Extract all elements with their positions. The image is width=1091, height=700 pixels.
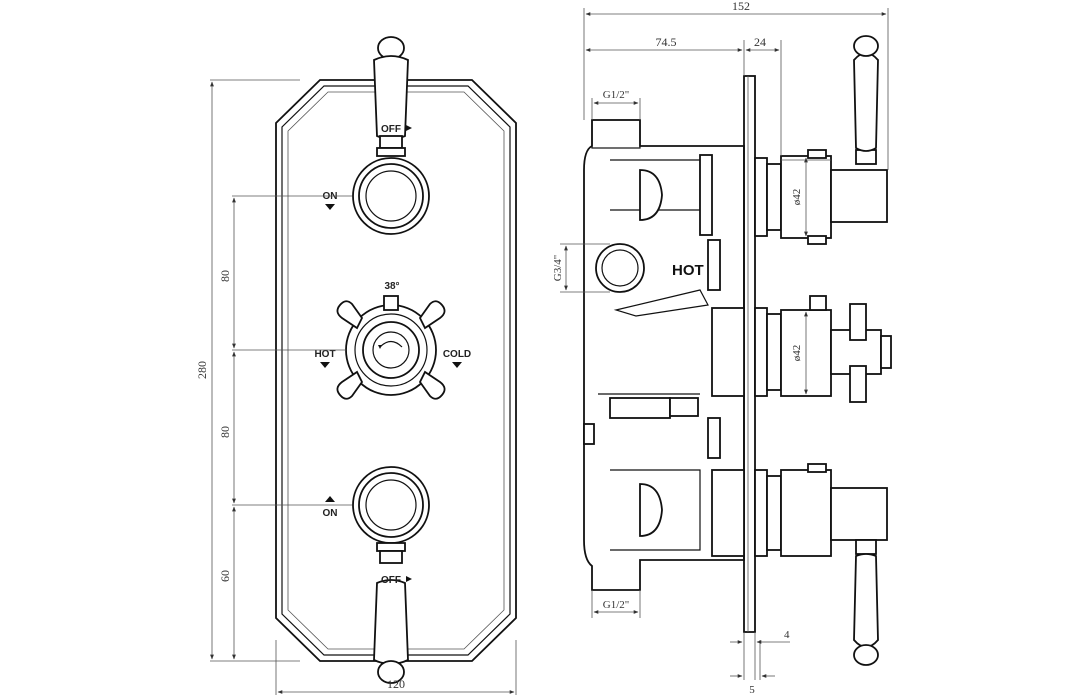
dim-overall-depth: 152 [732, 0, 750, 13]
dim-spacing-middle: 80 [218, 426, 232, 438]
temperature-label: 38° [384, 281, 399, 292]
inlet-pipe [595, 243, 645, 293]
side-dimension-lines [560, 8, 889, 680]
hot-arrow-icon [320, 362, 330, 368]
upper-cartridge[interactable] [754, 35, 888, 245]
side-plate [743, 75, 756, 633]
side-view: HOT [552, 0, 892, 696]
dim-width: 120 [387, 677, 405, 691]
bottom-off-arrow-icon [406, 576, 412, 582]
front-plate-bevel [287, 91, 505, 650]
top-on-arrow-icon [325, 204, 335, 210]
thermostat-cross-handle[interactable] [336, 295, 446, 400]
bottom-off-label: OFF [381, 575, 401, 586]
dim-spacing-lower: 60 [218, 570, 232, 582]
bottom-on-arrow-icon [325, 496, 335, 502]
dim-handle-offset: 24 [754, 35, 766, 49]
front-plate-outer [275, 79, 517, 662]
cold-label: COLD [443, 349, 471, 360]
dim-height: 280 [195, 361, 209, 379]
dim-inlet: G3/4" [552, 255, 564, 282]
top-off-label: OFF [381, 124, 401, 135]
top-off-arrow-icon [406, 125, 412, 131]
hot-side-label: HOT [672, 262, 704, 279]
dim-cover-gap: 5 [749, 684, 755, 696]
front-view: OFF ON 38° HOT COLD [195, 36, 517, 695]
front-plate-inner [281, 85, 511, 656]
hot-label: HOT [314, 349, 335, 360]
dim-spacing-upper: 80 [218, 270, 232, 282]
dim-body-depth: 74.5 [656, 35, 677, 49]
valve-body [583, 119, 745, 591]
dim-diameter-middle: ø42 [791, 345, 803, 362]
bottom-on-label: ON [323, 508, 338, 519]
dim-diameter-upper: ø42 [791, 189, 803, 206]
top-on-label: ON [323, 191, 338, 202]
dim-plate-thickness: 4 [784, 629, 790, 641]
top-lever-handle[interactable] [352, 36, 430, 235]
dim-outlet-bottom: G1/2" [603, 599, 630, 611]
front-dimension-lines [210, 79, 517, 695]
cold-arrow-icon [452, 362, 462, 368]
bottom-lever-handle[interactable] [352, 466, 430, 684]
dim-outlet-top: G1/2" [603, 89, 630, 101]
thermostat-cartridge[interactable] [754, 295, 892, 403]
lower-cartridge[interactable] [754, 463, 888, 666]
